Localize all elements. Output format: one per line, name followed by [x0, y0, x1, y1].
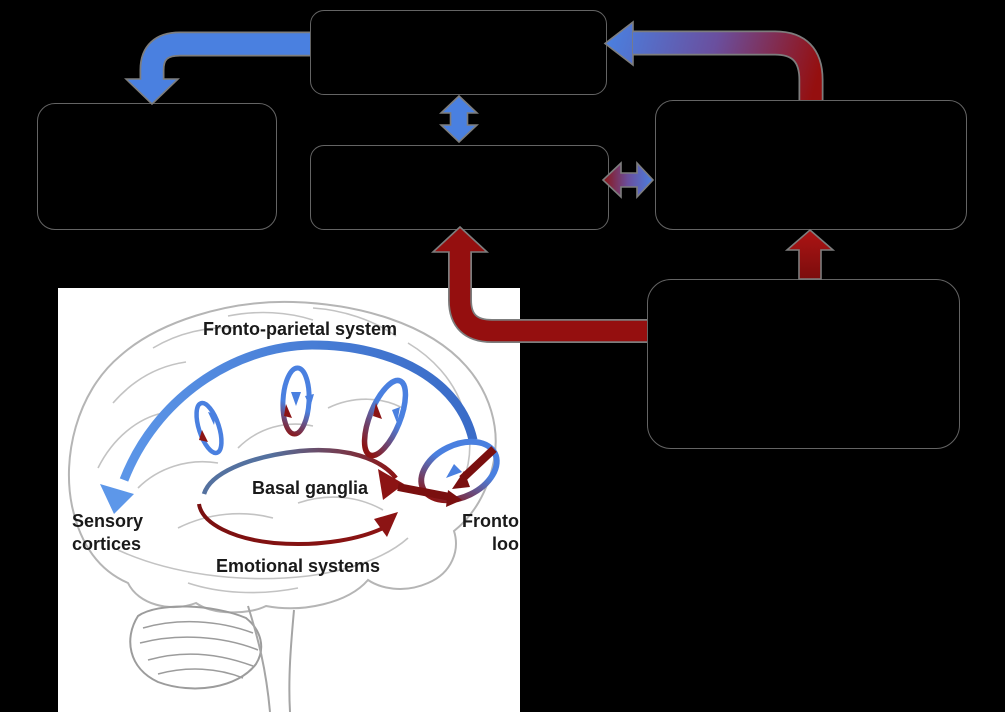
arrow-shaft: [633, 32, 822, 100]
arc-head: [100, 484, 134, 514]
arrow-outline: [139, 31, 310, 80]
label-emotional-systems: Emotional systems: [216, 556, 380, 576]
gyri-lines: [97, 307, 471, 594]
brain-illustration: Fronto-parietal system Basal ganglia Sen…: [67, 300, 519, 712]
node-middle-center: [310, 145, 609, 230]
arrow-outline: [633, 30, 824, 100]
arrow-middle-right-bidirectional: [601, 160, 655, 200]
striatal-bar-1-head: [446, 490, 462, 507]
label-fronto-parietal-system: Fronto-parietal system: [203, 319, 397, 339]
node-top-left: [37, 103, 277, 230]
label-sensory-cortices-line2: cortices: [72, 534, 141, 554]
striatal-bar-1: [397, 483, 451, 501]
cerebrum-outline: [67, 300, 497, 614]
arrow-head: [603, 20, 634, 67]
arrow-bottom-right-to-right: [784, 228, 836, 280]
label-fronto-striatal-clipped-line1: Fronto: [462, 511, 519, 531]
loop-head-blue: [291, 392, 301, 406]
brain-figure: Fronto-parietal system Basal ganglia Sen…: [58, 288, 520, 712]
node-top-center: [310, 10, 607, 95]
node-right: [655, 100, 967, 230]
label-fronto-striatal-clipped-line2: loo: [492, 534, 519, 554]
loop-head-blue2: [305, 394, 314, 408]
upper-arc: [201, 448, 398, 495]
arrow-right-to-top-center: [603, 20, 824, 100]
fronto-parietal-arc: [100, 340, 478, 514]
basal-ganglia-loop: [197, 448, 404, 547]
arrow-shaft: [141, 33, 310, 80]
arrow-head: [124, 78, 180, 106]
loop-ring: [194, 400, 224, 456]
brain-labels: Fronto-parietal system Basal ganglia Sen…: [72, 319, 519, 576]
arrow-top-center-to-top-left: [124, 31, 310, 106]
brain-sketch: [67, 300, 497, 712]
cerebellum-hatching: [139, 620, 259, 679]
loop-head-red: [373, 403, 382, 419]
loop-small-left: [194, 400, 224, 456]
cerebellum-outline: [129, 605, 263, 690]
striatal-bar-2-head: [452, 471, 470, 489]
label-sensory-cortices-line1: Sensory: [72, 511, 143, 531]
loop-head-blue: [446, 464, 462, 478]
loop-head-red: [199, 430, 208, 442]
lower-arc-head: [374, 512, 398, 537]
arrow-head: [430, 225, 490, 253]
loop-right: [361, 377, 409, 459]
arrow-top-center-middle-bidirectional: [438, 94, 480, 144]
node-bottom-right: [647, 279, 960, 449]
upper-arc-head: [378, 469, 404, 500]
loop-head-blue: [392, 407, 400, 423]
loop-head-red: [284, 404, 292, 418]
loop-head-blue: [208, 412, 216, 425]
loop-frontal-big: [397, 438, 500, 507]
arc-shaft: [119, 340, 478, 482]
loop-ring: [361, 377, 409, 459]
label-basal-ganglia: Basal ganglia: [252, 478, 369, 498]
brainstem: [247, 605, 295, 712]
loop-mid: [280, 365, 314, 437]
lower-arc: [197, 503, 390, 547]
striatal-bar-2: [459, 446, 497, 482]
